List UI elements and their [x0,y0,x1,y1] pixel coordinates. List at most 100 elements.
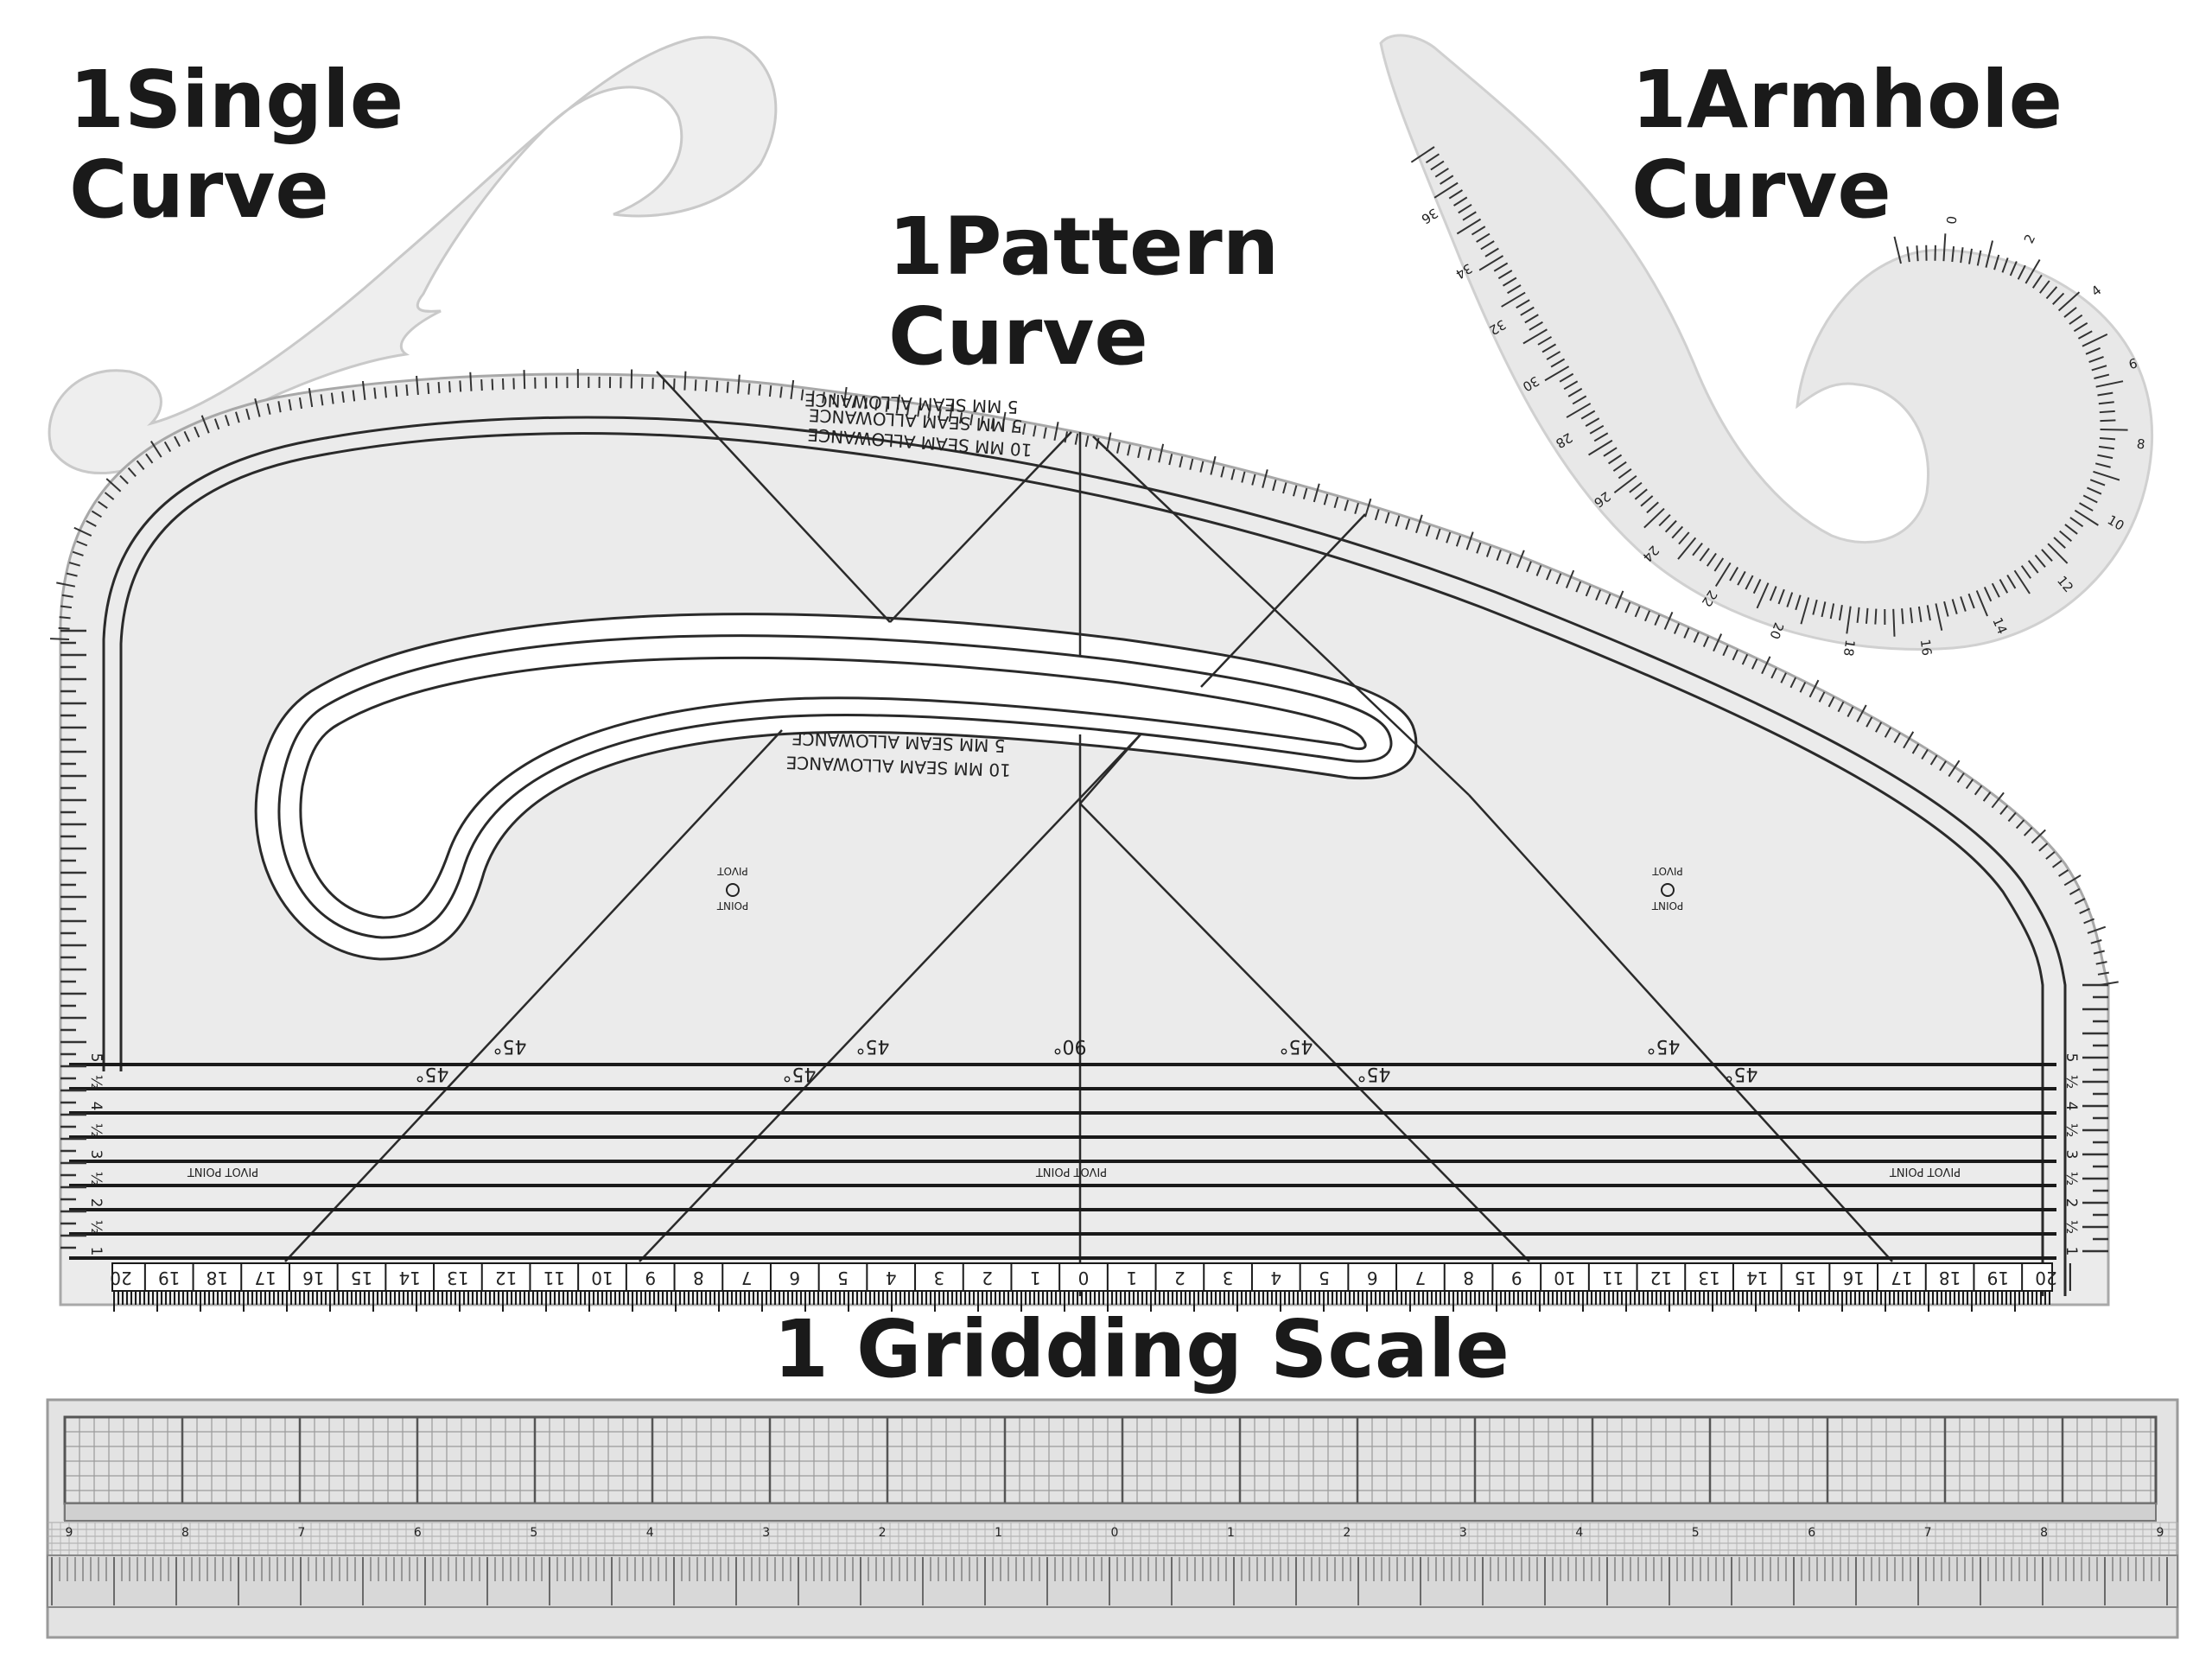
top-tick [822,391,825,404]
armhole-tick [1951,599,1958,614]
armhole-scale-num: 18 [1840,639,1858,657]
armhole-tick [1821,601,1827,618]
bottom-scale-num: 14 [398,1268,420,1288]
top-tick [948,403,954,423]
top-tick [1084,435,1090,448]
top-tick [2031,829,2046,844]
armhole-tick [1991,582,2000,598]
top-tick [715,380,719,392]
armhole-tick [2059,530,2073,543]
top-tick [1033,425,1037,437]
top-tick [1761,656,1771,675]
armhole-tick [1692,542,1703,556]
armhole-scale-num: 0 [1944,215,1961,225]
armhole-tick [2074,509,2099,526]
top-tick [1395,515,1401,527]
left-scale-num: 4 [87,1102,105,1111]
armhole-tick [1550,358,1566,368]
left-scale-num: ½ [87,1075,105,1089]
top-tick [1241,471,1246,483]
left-scale-num: ½ [87,1172,105,1185]
armhole-tick [1968,248,1973,264]
top-tick [832,393,836,405]
top-tick [683,371,687,391]
armhole-tick [2052,292,2065,305]
top-tick [747,383,751,395]
top-tick [1293,485,1298,497]
top-tick [1663,611,1674,630]
armhole-tick [2097,391,2113,397]
top-tick [1001,411,1007,431]
top-tick [673,378,676,391]
top-tick [1516,550,1525,569]
top-tick [1496,550,1502,561]
armhole-tick [2094,373,2110,379]
armhole-tick [1434,168,1449,178]
top-tick [810,390,815,403]
armhole-tick [2009,261,2018,276]
single-curve-label-line1: 1Single [69,54,404,146]
top-tick [980,416,984,428]
top-tick [254,397,261,417]
armhole-tick [2024,258,2041,284]
bottom-scale-num: 2 [982,1268,993,1288]
armhole-tick [1677,537,1697,560]
top-tick [235,411,240,423]
top-tick [959,412,963,424]
armhole-scale-num: 36 [1419,205,1441,226]
top-tick [1455,535,1461,547]
armhole-tick [1769,586,1777,601]
armhole-tick [1846,606,1852,634]
top-tick [885,400,889,412]
armhole-tick [1585,417,1600,428]
armhole-tick [2057,291,2081,312]
top-tick [437,382,441,394]
top-tick [1911,743,1920,754]
top-tick [2007,811,2017,823]
top-tick [1702,636,1710,647]
armhole-tick [1713,557,1725,572]
armhole-tick [1856,607,1860,623]
armhole-curve-shape [1379,34,2154,652]
armhole-tick [1812,599,1818,615]
armhole-scale-ticks [1410,146,2128,637]
top-tick [1827,696,1835,708]
top-tick [1435,528,1441,540]
gridding-scale-num: 1 [995,1526,1002,1540]
left-scale-num: 3 [87,1150,105,1160]
gridding-scale-label: 1 Gridding Scale [773,1303,1510,1395]
top-tick [1654,614,1661,626]
top-tick [1751,658,1758,670]
left-side-scale: 1½2½3½4½5 [87,1053,105,1256]
top-tick [1465,531,1474,550]
armhole-curve-label-line2: Curve [1631,143,1891,236]
pattern-curve-label: 1Pattern Curve [888,202,1279,382]
armhole-tick [2031,274,2043,289]
top-tick [58,626,70,630]
top-tick [1535,565,1542,576]
top-tick [2074,898,2086,905]
armhole-tick [1480,240,1495,251]
top-tick [105,478,122,493]
armhole-tick [2047,543,2069,564]
svg-text:PIVOT: PIVOT [1652,865,1683,877]
armhole-tick [2069,517,2084,528]
top-tick [2023,827,2033,836]
armhole-tick [1752,579,1762,594]
top-tick [705,379,708,392]
horizontal-grid-lines [69,1063,2056,1260]
armhole-tick [1430,160,1445,171]
right-scale-num: ½ [2063,1123,2080,1137]
armhole-tick [1926,605,1931,621]
gridding-scale-num: 9 [2157,1526,2164,1540]
top-tick [427,382,430,395]
bottom-scale-num: 7 [741,1268,753,1288]
armhole-tick [1471,226,1486,236]
top-tick [1565,569,1575,588]
bottom-scale-num: 17 [1891,1268,1912,1288]
armhole-curve-label-line1: 1Armhole [1631,54,2063,146]
top-tick [60,605,73,609]
top-tick [1313,483,1320,503]
top-tick [1683,627,1690,639]
bottom-scale-num: 10 [1554,1268,1575,1288]
